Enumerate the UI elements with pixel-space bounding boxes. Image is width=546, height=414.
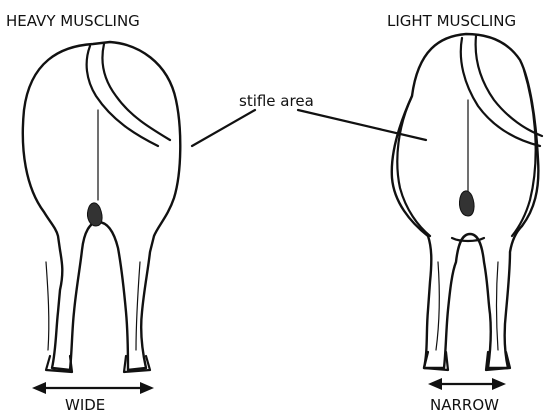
narrow-label: NARROW <box>430 398 499 413</box>
stifle-area-label: stifle area <box>239 94 314 109</box>
heavy-muscling-title: HEAVY MUSCLING <box>6 14 140 29</box>
narrow-arrow <box>428 378 506 390</box>
wide-label: WIDE <box>65 398 105 413</box>
heavy-leg-line-left <box>46 262 49 350</box>
heavy-rump-outline <box>23 42 180 370</box>
heavy-muscling-figure <box>23 42 180 372</box>
wide-arrow <box>32 382 154 394</box>
stifle-leader-left <box>192 110 255 146</box>
light-muscling-figure <box>392 34 542 370</box>
light-muscling-title: LIGHT MUSCLING <box>387 14 516 29</box>
